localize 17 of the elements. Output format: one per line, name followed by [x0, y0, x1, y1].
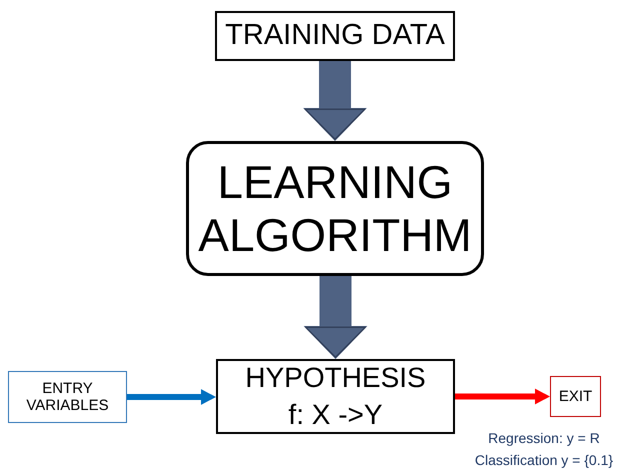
- process-box: [216, 359, 455, 434]
- input-box: [8, 371, 127, 423]
- box-label: EXIT: [558, 388, 592, 406]
- box-title: HYPOTHESIS: [245, 362, 426, 394]
- formula-text: f: X ->Y: [288, 398, 383, 431]
- process-box: [215, 11, 455, 61]
- note-text: Regression: y = R: [488, 429, 600, 448]
- box-label: ENTRY VARIABLES: [25, 380, 110, 414]
- rounded-box: [186, 141, 484, 276]
- output-box: [550, 376, 601, 417]
- arrow: [455, 388, 550, 404]
- arrow: [127, 389, 216, 405]
- box-label: LEARNING ALGORITHM: [197, 156, 473, 262]
- block-arrow: [302, 276, 368, 360]
- box-label: TRAINING DATA: [225, 19, 445, 53]
- block-arrow: [302, 61, 368, 142]
- note-text: Classification y = {0.1}: [474, 451, 614, 470]
